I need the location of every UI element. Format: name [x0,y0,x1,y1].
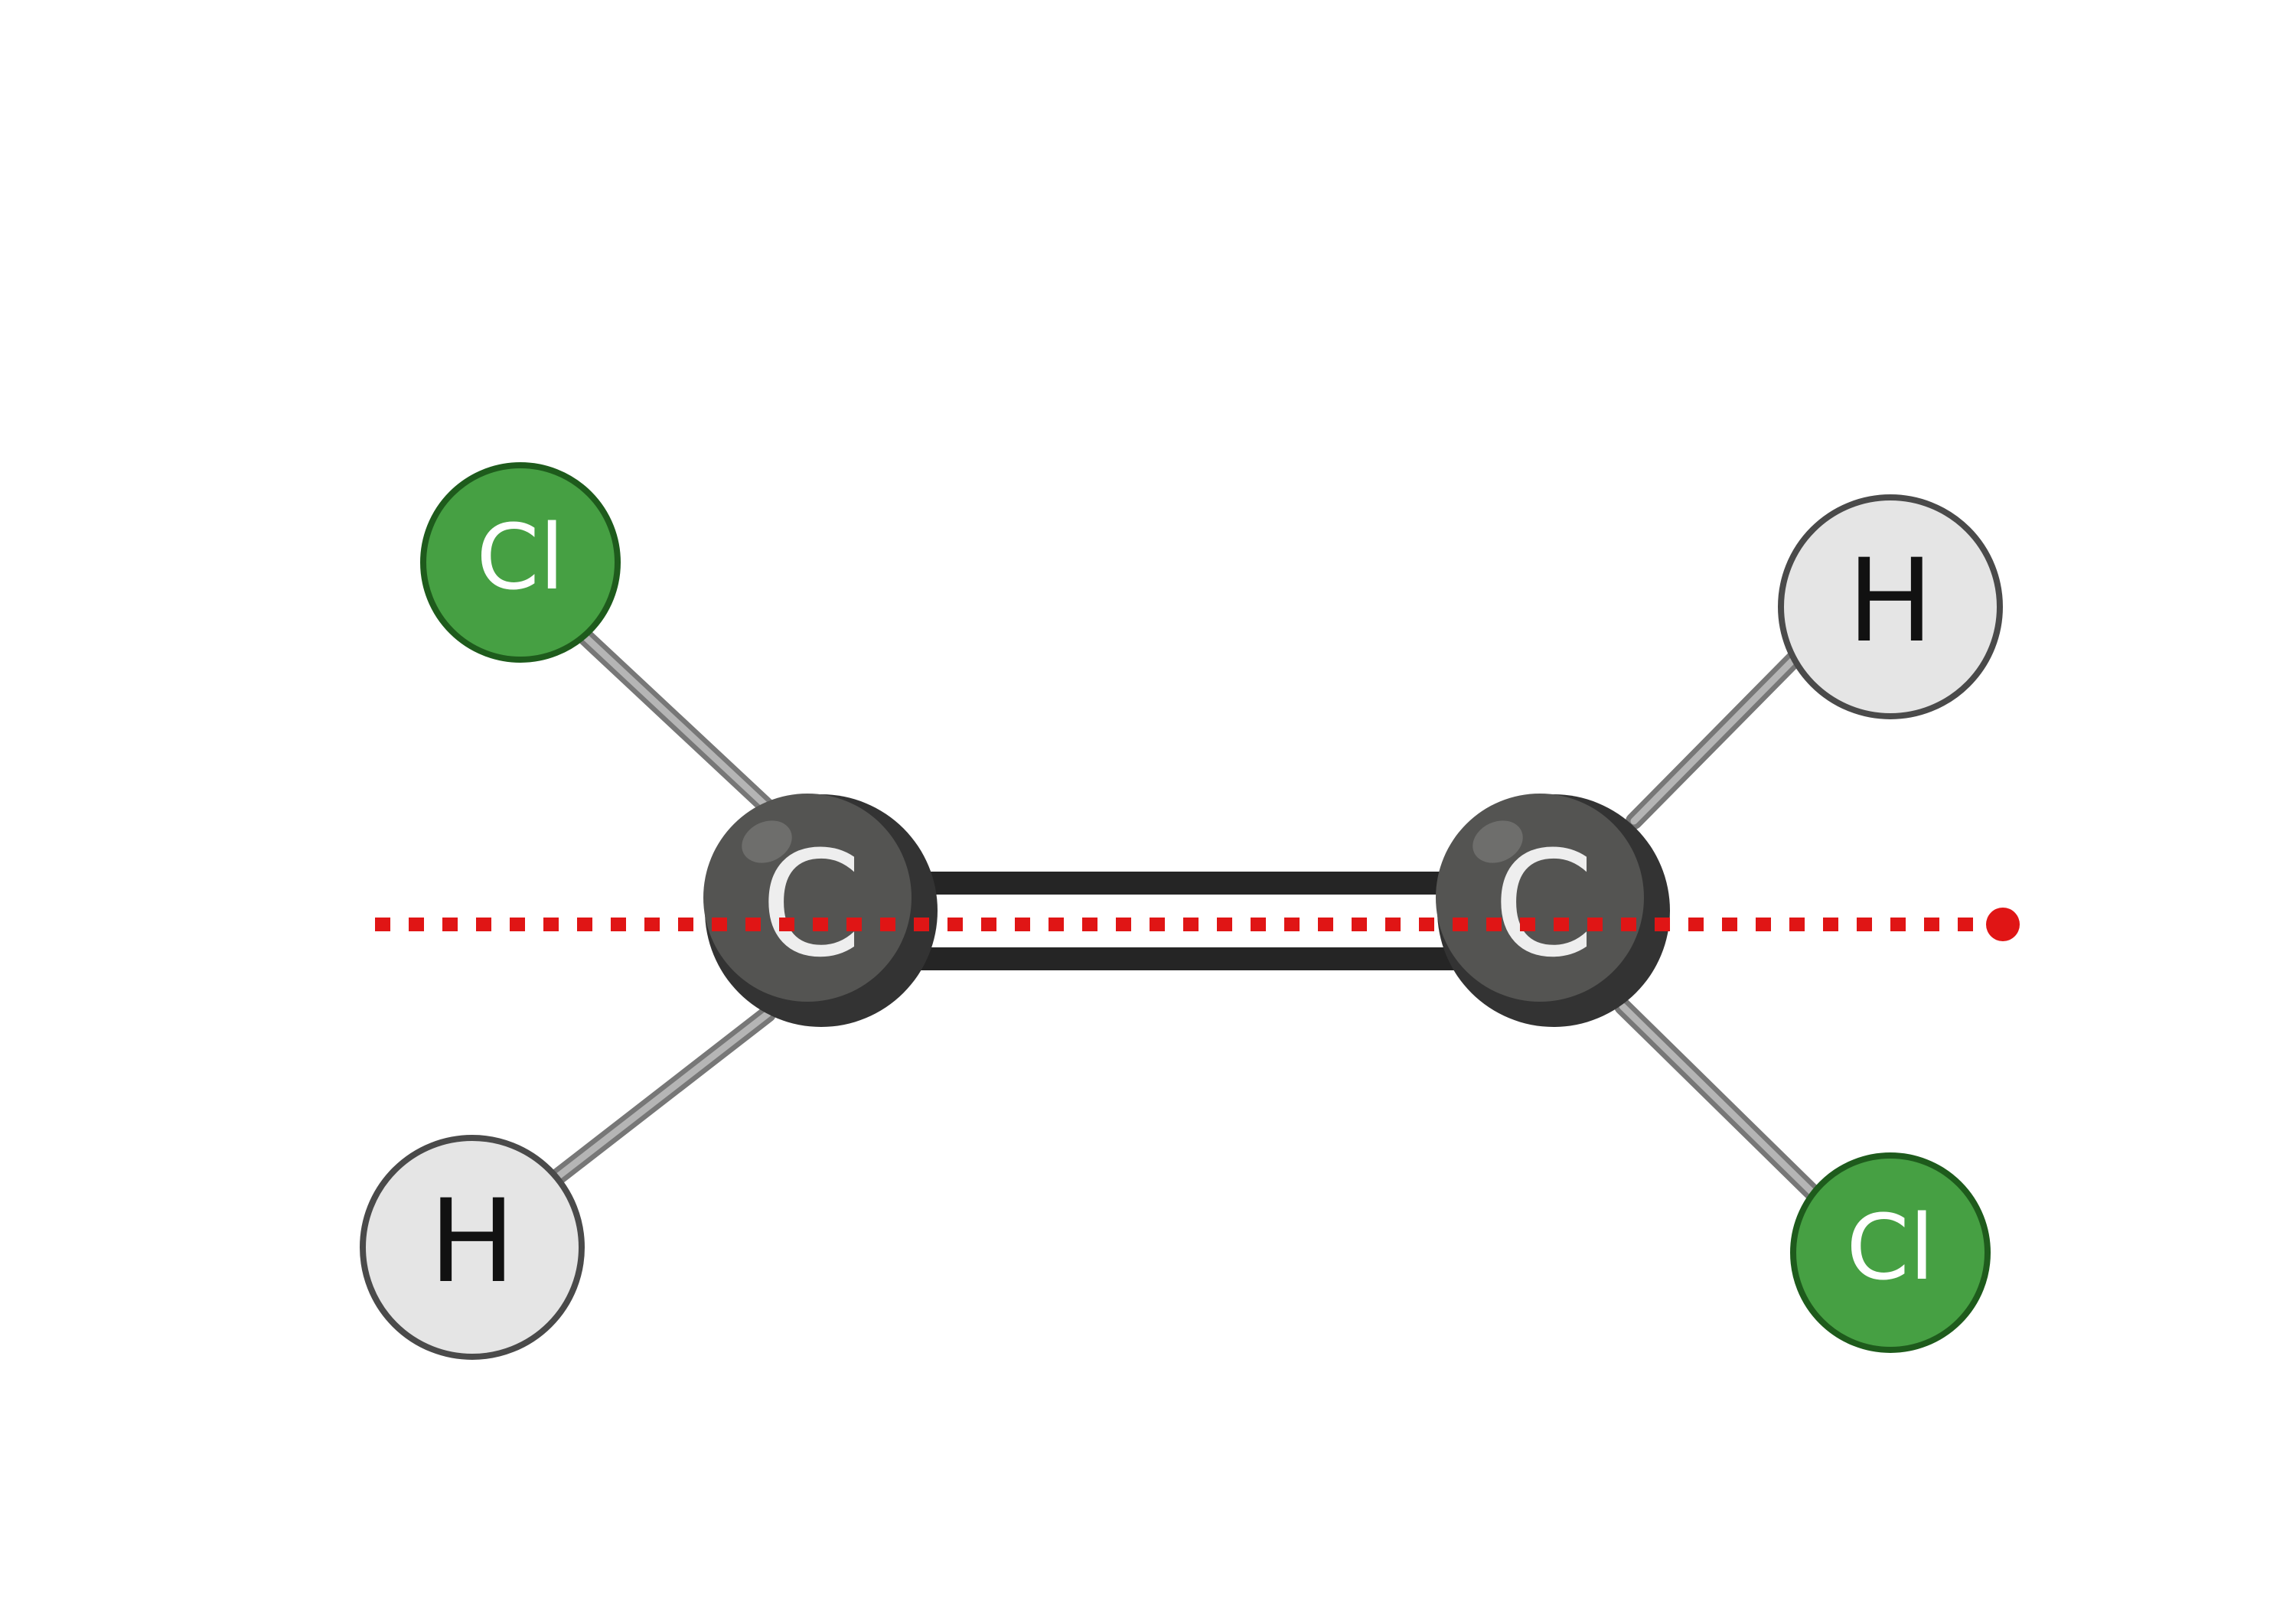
atom-h-top: H [1778,494,2003,719]
atom-cl-top: Cl [420,462,621,663]
atom-label-cl-top: Cl [476,504,564,610]
bond-c-right-h-top [1626,631,1822,830]
atom-label-h-bottom: H [429,1175,516,1309]
bond-c-left-cl-top [560,613,776,816]
atom-label-h-top: H [1848,535,1934,668]
atom-label-c-left: C [761,820,863,989]
bond-c-left-h-bottom [527,1006,776,1202]
atom-cl-bottom: Cl [1790,1152,1991,1353]
bond-c-right-cl-bottom [1614,998,1834,1214]
atom-c-left: C [703,794,938,1027]
atom-label-c-right: C [1493,820,1595,989]
molecular-axis-line [375,908,2020,941]
atom-label-cl-bottom: Cl [1846,1195,1934,1300]
axis-endpoint-dot [1986,908,2020,941]
atom-c-right: C [1436,794,1670,1027]
atom-h-bottom: H [360,1135,585,1360]
single-bonds [527,613,1834,1214]
double-bond-c-c [880,872,1481,970]
